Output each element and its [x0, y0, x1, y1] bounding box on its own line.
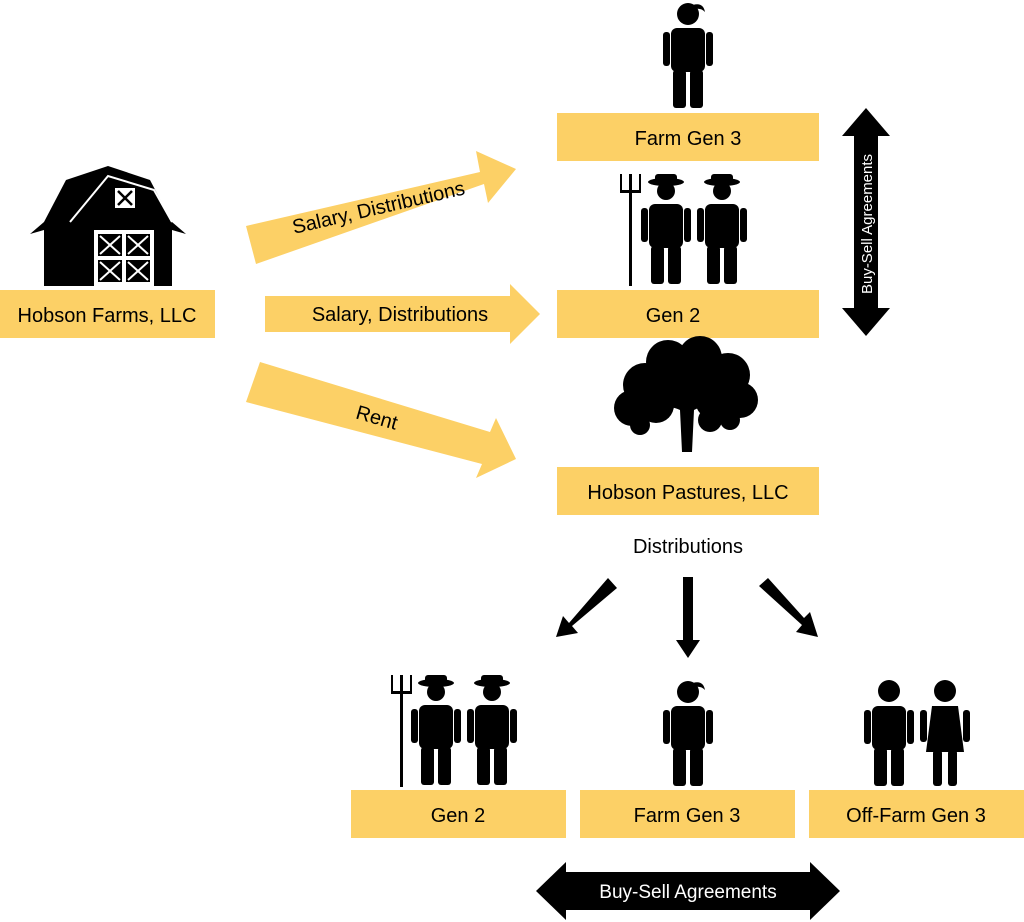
distribution-arrow-left: [556, 578, 617, 637]
woman-icon-bottom: [663, 681, 713, 786]
off-farm-gen3-box: Off-Farm Gen 3: [809, 790, 1024, 838]
distribution-arrows: [556, 577, 818, 658]
hobson-farms-box: Hobson Farms, LLC: [0, 290, 215, 338]
barn-icon: [30, 166, 186, 286]
tree-icon: [614, 336, 758, 452]
salary-distributions-label-2: Salary, Distributions: [312, 304, 488, 326]
distribution-arrow-right: [759, 578, 818, 637]
gen2-bottom-box: Gen 2: [351, 790, 566, 838]
farmer-icon-bottom: [467, 675, 517, 785]
rent-arrow: Rent: [246, 362, 516, 478]
pitchfork-icon: [620, 174, 641, 286]
farmer-icon: [697, 174, 747, 284]
distribution-arrow-center: [676, 577, 700, 658]
farmer-with-pitchfork-icon: [641, 174, 691, 284]
farmer-with-pitchfork-icon-bottom: [411, 675, 461, 785]
farm-gen3-top-label: Farm Gen 3: [635, 128, 742, 150]
pitchfork-icon-bottom: [391, 675, 412, 787]
woman-icon: [663, 3, 713, 108]
salary-distributions-arrow-1: Salary, Distributions: [246, 151, 516, 264]
distributions-label: Distributions: [633, 536, 743, 558]
man-icon: [864, 680, 914, 786]
buy-sell-vertical-label: Buy-Sell Agreements: [859, 154, 876, 294]
hobson-farms-label: Hobson Farms, LLC: [18, 305, 197, 327]
off-farm-gen3-label: Off-Farm Gen 3: [846, 805, 986, 827]
buy-sell-horizontal-label: Buy-Sell Agreements: [599, 882, 776, 903]
gen2-top-box: Gen 2: [557, 290, 819, 338]
buy-sell-vertical-arrow: Buy-Sell Agreements: [842, 108, 890, 336]
buy-sell-horizontal-arrow: Buy-Sell Agreements: [536, 862, 840, 920]
gen2-top-label: Gen 2: [646, 305, 700, 327]
salary-distributions-arrow-2: Salary, Distributions: [265, 284, 540, 344]
farm-gen3-bottom-box: Farm Gen 3: [580, 790, 795, 838]
farm-gen3-bottom-label: Farm Gen 3: [634, 805, 741, 827]
gen2-bottom-label: Gen 2: [431, 805, 485, 827]
hobson-pastures-box: Hobson Pastures, LLC: [557, 467, 819, 515]
hobson-pastures-label: Hobson Pastures, LLC: [587, 482, 788, 504]
salary-distributions-label-1: Salary, Distributions: [290, 178, 467, 239]
woman-dress-icon: [920, 680, 970, 786]
farm-gen3-top-box: Farm Gen 3: [557, 113, 819, 161]
